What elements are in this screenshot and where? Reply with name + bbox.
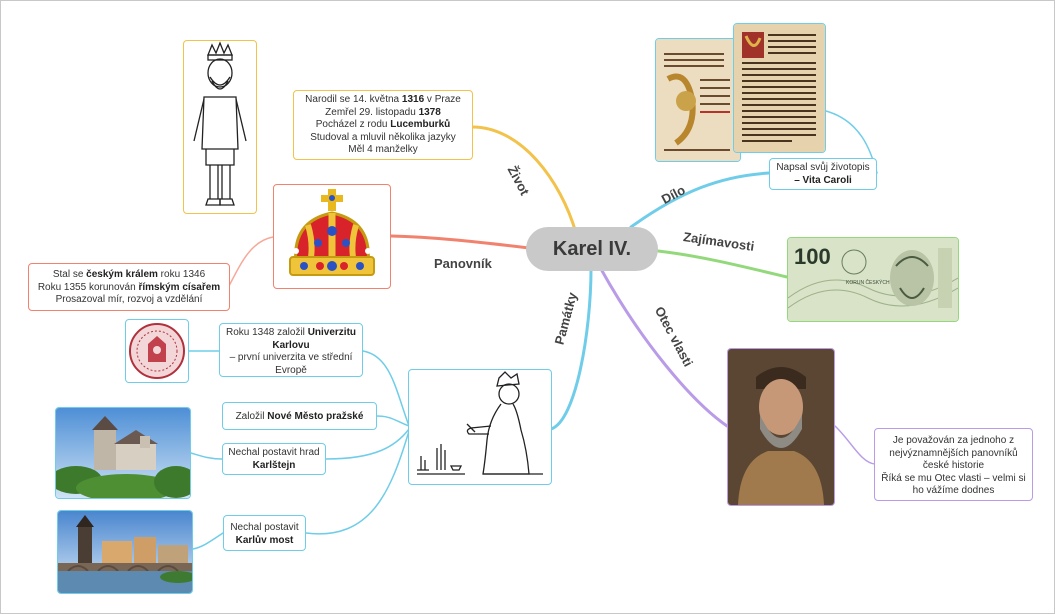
banknote-text: KORUN ČESKÝCH: [846, 279, 890, 286]
vita-caroli-manuscript-image-2[interactable]: [733, 23, 826, 153]
connector-pamatky-most: [305, 430, 410, 535]
dilo-vita-caroli-node[interactable]: Napsal svůj životopis – Vita Caroli: [769, 158, 877, 190]
bridge-photo-icon: [58, 511, 192, 593]
zivot-wives-text: Měl 4 manželky: [348, 144, 418, 155]
charles-bridge-image[interactable]: [57, 510, 193, 594]
crown-image[interactable]: [273, 184, 391, 289]
univerzita-node[interactable]: Roku 1348 založil Univerzitu Karlovu – p…: [219, 323, 363, 377]
nove-mesto-name: Nové Město pražské: [267, 411, 364, 422]
karluv-most-node[interactable]: Nechal postavit Karlův most: [223, 515, 306, 551]
castle-photo-icon: [56, 408, 190, 498]
zivot-dynasty-text: Pocházel z rodu: [315, 119, 391, 130]
panovnik-peace-text: Prosazoval mír, rozvoj a vzdělání: [55, 294, 203, 305]
otec-vlasti-portrait-image[interactable]: [727, 348, 835, 506]
panovnik-emperor-pre: Roku 1355 korunován: [37, 281, 139, 293]
panovnik-line-emperor: Roku 1355 korunován římským císařem: [33, 282, 225, 295]
univerzita-name: Univerzitu Karlovu: [272, 327, 357, 351]
praying-king-icon: [417, 371, 543, 475]
connector-pamatky-mesto: [376, 415, 410, 427]
karlstejn-text-pre: Nechal postavit hrad: [228, 447, 320, 458]
manuscript-icon: [656, 39, 740, 161]
king-figure-icon: [193, 41, 247, 206]
panovnik-line-king: Stal se českým králem roku 1346: [33, 269, 225, 282]
otec-historie-text: Je považován za jednoho z nejvýznamnější…: [889, 435, 1018, 471]
connector-pamatky-karl: [325, 428, 410, 460]
panovnik-king-pre: Stal se: [52, 269, 87, 280]
banknote-100-image[interactable]: 100 KORUN ČESKÝCH: [787, 237, 959, 322]
connector-pamatky-univ: [362, 350, 410, 427]
connector-otec-node: [834, 425, 876, 465]
crown-icon: [289, 189, 375, 276]
connector-pamatky: [549, 267, 593, 431]
connector-otec: [599, 267, 729, 428]
connector-zivot: [469, 125, 578, 235]
connector-panovnik: [389, 234, 531, 250]
zivot-birth-place: v Praze: [424, 94, 461, 105]
otec-vlasti-text: Říká se mu Otec vlasti – velmi si ho váž…: [881, 472, 1026, 497]
karluv-most-name: Karlův most: [235, 534, 294, 546]
university-seal-image[interactable]: [125, 319, 189, 383]
dilo-text: Napsal svůj životopis: [776, 162, 870, 173]
zivot-dynasty-name: Lucemburků: [390, 119, 451, 130]
zivot-languages-text: Studoval a mluvil několika jazyky: [310, 131, 456, 143]
central-topic[interactable]: Karel IV.: [526, 227, 658, 271]
zivot-death-text: Zemřel 29. listopadu: [325, 106, 419, 118]
zivot-birth-year: 1316: [401, 94, 425, 105]
karlstejn-castle-image[interactable]: [55, 407, 191, 499]
vita-caroli-manuscript-image-1[interactable]: [655, 38, 741, 162]
banknote-value: 100: [794, 244, 831, 269]
connector-karl-img: [190, 452, 223, 460]
panovnik-king-title: českým králem: [86, 269, 158, 280]
karlstejn-node[interactable]: Nechal postavit hrad Karlštejn: [222, 443, 326, 475]
dilo-title: – Vita Caroli: [794, 174, 852, 186]
nove-mesto-node[interactable]: Založil Nové Město pražské: [222, 402, 377, 430]
seal-icon: [129, 323, 185, 379]
panovnik-facts-node[interactable]: Stal se českým králem roku 1346 Roku 135…: [28, 263, 230, 311]
panovnik-king-year: roku 1346: [157, 269, 206, 280]
connector-most-img: [192, 532, 224, 550]
connector-panovnik-sub: [228, 236, 274, 287]
zivot-line-death: Zemřel 29. listopadu 1378: [298, 107, 468, 120]
portrait-photo-icon: [728, 349, 834, 505]
branch-panovnik-label[interactable]: Panovník: [434, 256, 492, 271]
king-drawing-image[interactable]: [183, 40, 257, 214]
zivot-death-year: 1378: [418, 106, 441, 118]
karluv-most-text-pre: Nechal postavit: [230, 522, 299, 533]
zivot-facts-node[interactable]: Narodil se 14. května 1316 v Praze Zemře…: [293, 90, 473, 160]
nove-mesto-text-pre: Založil: [235, 411, 268, 422]
manuscript-page-icon: [734, 24, 825, 152]
central-label: Karel IV.: [552, 237, 632, 260]
banknote-icon: 100 KORUN ČESKÝCH: [788, 238, 958, 321]
praying-king-drawing-image[interactable]: [408, 369, 552, 485]
connector-zajimavosti: [656, 249, 789, 279]
zivot-line-birth: Narodil se 14. května 1316 v Praze: [298, 94, 468, 107]
connector-dilo: [629, 171, 771, 229]
zivot-birth-text: Narodil se 14. května: [305, 94, 402, 105]
otec-vlasti-node[interactable]: Je považován za jednoho z nejvýznamnější…: [874, 428, 1033, 501]
zivot-line-dynasty: Pocházel z rodu Lucemburků: [298, 119, 468, 132]
univerzita-text-pre: Roku 1348 založil: [225, 327, 308, 338]
univerzita-text-post: – první univerzita ve střední Evropě: [229, 352, 353, 376]
karlstejn-name: Karlštejn: [252, 459, 296, 471]
panovnik-emperor-title: římským císařem: [138, 281, 221, 293]
